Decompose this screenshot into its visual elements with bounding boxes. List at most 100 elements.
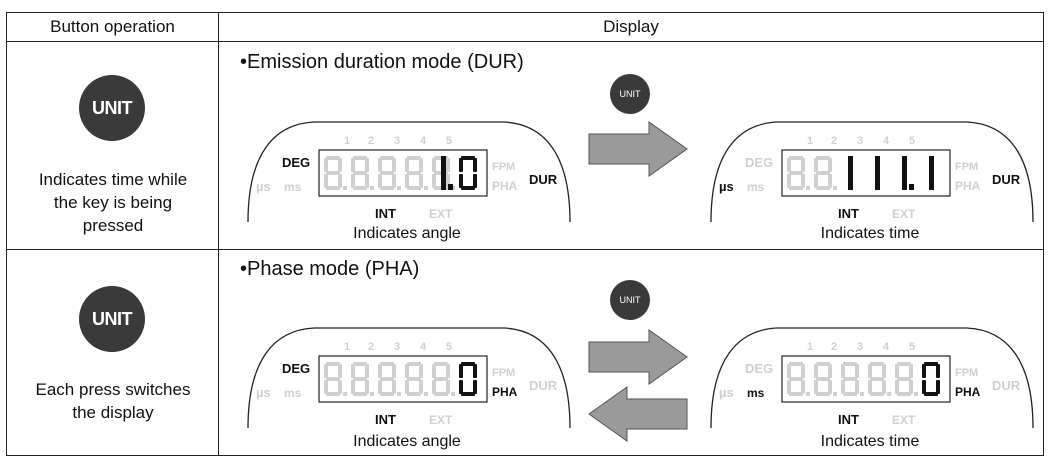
- lcd-segment: [875, 156, 880, 190]
- lcd-segment: [405, 364, 409, 378]
- lcd-segment: [432, 380, 436, 394]
- lcd-segment: [365, 380, 369, 394]
- right-arrow-icon: [588, 329, 688, 385]
- left-arrow-icon: [588, 386, 688, 442]
- lcd-segment: [828, 174, 832, 188]
- lcd-segment: [909, 364, 913, 378]
- lcd-channel-number: 5: [909, 341, 915, 353]
- lcd-label-ms: ms: [747, 386, 765, 400]
- lcd-segment: [843, 392, 857, 396]
- lcd-segment: [353, 392, 367, 396]
- lcd-label-int: INT: [838, 412, 859, 427]
- right-arrow-icon: [588, 121, 688, 177]
- lcd-dot: [370, 392, 374, 396]
- lcd-segment: [378, 174, 382, 188]
- lcd-label-us: µs: [719, 179, 734, 194]
- lcd-segment: [801, 380, 805, 394]
- lcd-dot: [860, 392, 864, 396]
- lcd-segment: [432, 364, 436, 378]
- lcd-segment: [405, 174, 409, 188]
- lcd-segment: [326, 171, 340, 175]
- lcd-segment: [816, 377, 830, 381]
- lcd-segment: [789, 171, 803, 175]
- lcd-segment: [787, 364, 791, 378]
- lcd-segment: [419, 158, 423, 172]
- lcd-segment: [816, 171, 830, 175]
- lcd-segment: [473, 174, 477, 188]
- lcd-segment: [351, 364, 355, 378]
- lcd-segment: [434, 362, 448, 366]
- lcd-segment: [338, 364, 342, 378]
- lcd-segment: [434, 377, 448, 381]
- lcd-segment: [936, 380, 940, 394]
- lcd-label-fpm: FPM: [955, 161, 978, 173]
- lcd-label-int: INT: [375, 412, 396, 427]
- lcd-label-dur: DUR: [992, 172, 1021, 187]
- lcd-segment: [392, 174, 396, 188]
- lcd-segment: [816, 186, 830, 190]
- lcd-label-fpm: FPM: [492, 161, 515, 173]
- lcd-segment: [814, 380, 818, 394]
- lcd-digits: [787, 362, 940, 396]
- unit-small-label: UNIT: [619, 89, 641, 99]
- lcd-outline: [247, 121, 571, 223]
- operation-line: the key is being: [53, 193, 173, 212]
- unit-button-label: UNIT: [92, 308, 133, 329]
- lcd-segment: [789, 186, 803, 190]
- lcd-segment: [338, 174, 342, 188]
- operation-line: Indicates time while: [38, 170, 188, 189]
- lcd-segment: [380, 377, 394, 381]
- lcd-segment: [828, 380, 832, 394]
- lcd-dot: [343, 392, 347, 396]
- lcd-segment: [895, 380, 899, 394]
- lcd-segment: [843, 377, 857, 381]
- lcd-segment: [789, 377, 803, 381]
- lcd-segment: [870, 392, 884, 396]
- lcd-segment: [473, 364, 477, 378]
- lcd-segment: [473, 158, 477, 172]
- lcd-dot: [424, 186, 428, 190]
- lcd-segment: [434, 392, 448, 396]
- lcd-dot: [909, 184, 914, 190]
- lcd-segment: [787, 174, 791, 188]
- lcd-segment: [407, 186, 421, 190]
- lcd-label-dur: DUR: [529, 172, 558, 187]
- lcd-dot: [806, 186, 810, 190]
- lcd-segment: [324, 158, 328, 172]
- lcd-segment: [789, 156, 803, 160]
- lcd-segment: [902, 156, 907, 190]
- mode-title-dur: •Emission duration mode (DUR): [240, 51, 524, 73]
- lcd-label-us: µs: [256, 385, 271, 400]
- lcd-segment: [432, 158, 436, 172]
- caption-indicates-angle: Indicates angle: [353, 225, 461, 242]
- lcd-segment: [870, 362, 884, 366]
- lcd-segment: [353, 377, 367, 381]
- lcd-segment: [392, 380, 396, 394]
- lcd-segment: [801, 364, 805, 378]
- lcd-dot: [343, 186, 347, 190]
- lcd-segment: [392, 364, 396, 378]
- lcd-channel-number: 1: [344, 341, 350, 353]
- lcd-channel-number: 4: [883, 135, 890, 147]
- lcd-channel-number: 2: [831, 341, 837, 353]
- lcd-dot: [424, 392, 428, 396]
- unit-button-label: UNIT: [92, 97, 133, 118]
- lcd-segment: [801, 158, 805, 172]
- lcd-segment: [351, 158, 355, 172]
- lcd-segment: [407, 362, 421, 366]
- lcd-label-int: INT: [838, 206, 859, 221]
- lcd-segment: [441, 156, 446, 190]
- lcd-segment: [407, 377, 421, 381]
- lcd-label-fpm: FPM: [955, 367, 978, 379]
- lcd-segment: [365, 174, 369, 188]
- lcd-segment: [378, 158, 382, 172]
- lcd-segment: [353, 186, 367, 190]
- mode-title-pha: •Phase mode (PHA): [240, 258, 420, 280]
- lcd-segment: [909, 380, 913, 394]
- lcd-segment: [446, 158, 450, 172]
- lcd-segment: [814, 364, 818, 378]
- lcd-segment: [326, 362, 340, 366]
